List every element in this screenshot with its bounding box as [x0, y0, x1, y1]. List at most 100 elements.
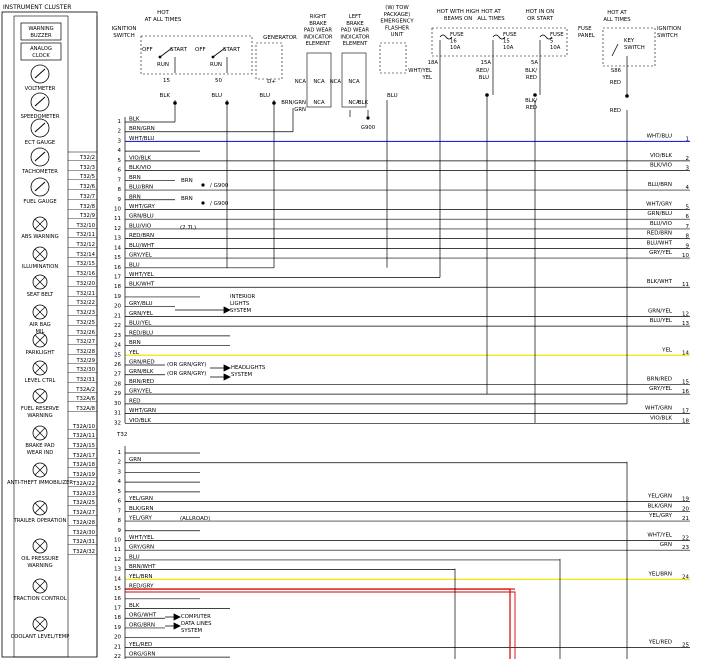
right-wire-number: 23	[682, 545, 689, 551]
connector-pin-label: T32/21	[75, 291, 95, 297]
right-wire-number: 2	[686, 156, 690, 162]
fuse-terminal: 5A	[531, 60, 538, 66]
lamp-cross	[34, 334, 46, 346]
pin-wire-label: BRN/GRN	[129, 126, 155, 132]
pin-wire-label: BLK	[129, 117, 140, 123]
lamp-icon	[32, 216, 48, 232]
pin-number: 20	[114, 635, 121, 641]
wire-label: BLU	[211, 93, 222, 99]
annotation: (OR GRN/GRY)	[167, 362, 206, 368]
hot-at-all-times-3-label: HOT AT	[607, 10, 627, 16]
connector-pin-label: T32/20	[75, 281, 95, 287]
switch-arm	[611, 43, 619, 57]
cluster-item-abs-warning: ABS WARNING	[21, 216, 59, 240]
gauge-label: TACHOMETER	[21, 169, 58, 175]
right-wire-number: 20	[682, 506, 689, 512]
wire-label: YEL	[421, 75, 432, 81]
connector-pin-label: T32A/17	[72, 453, 95, 459]
left-brake-pad-label: BRAKE	[346, 21, 364, 27]
lamp-icon	[32, 360, 48, 376]
pin-number: 2	[118, 129, 122, 135]
connector-pin-label: T32/2	[79, 155, 95, 161]
connector-pin-label: T32/8	[79, 204, 96, 210]
pin-number: 24	[114, 343, 121, 349]
pin-wire-label: BLK	[129, 603, 140, 609]
headlights-label: SYSTEM	[231, 372, 253, 378]
lamp-icon	[32, 462, 48, 478]
lamp-cross	[34, 248, 46, 260]
cluster-item-parklight: PARKLIGHT	[26, 332, 55, 356]
wire-label: RED/	[476, 68, 489, 74]
pin-wire-label: WHT/YEL	[129, 535, 155, 541]
fuse-label: 10A	[450, 45, 461, 51]
fuse-label: FUSE	[550, 32, 564, 38]
right-wire-label: BLU/BRN	[648, 182, 672, 188]
right-wire-label: WHT/YEL	[647, 532, 673, 538]
connector-pin-label: T32/6	[79, 184, 96, 190]
right-wire-number: 10	[682, 253, 689, 259]
connector-pin-label: T32/7	[79, 194, 95, 200]
computer-data-lines-label: DATA LINES	[181, 621, 212, 627]
splice-dot	[485, 93, 489, 97]
right-wire-label: YEL/GRY	[648, 513, 672, 519]
switch-run-label: RUN	[157, 62, 169, 68]
tow-package-label: EMERGENCY	[380, 19, 414, 25]
pin-number: 18	[114, 615, 121, 621]
tow-package-label: PACKAGE)	[384, 12, 411, 18]
fuse-terminal: 18A	[428, 60, 439, 66]
pin-number: 22	[114, 654, 121, 659]
splice-dot	[272, 101, 276, 105]
pin-number: 21	[114, 644, 121, 650]
generator-label: GENERATOR	[263, 35, 297, 41]
right-wire-label: BLU/WHT	[647, 240, 673, 246]
fuse-terminal: 15A	[481, 60, 492, 66]
pin-number: 6	[118, 499, 122, 505]
right-wire-label: GRY/YEL	[649, 386, 673, 392]
pin-wire-label: BLK/GRN	[129, 506, 154, 512]
lamp-icon	[32, 500, 48, 516]
terminal-label: 50	[215, 78, 222, 84]
switch-arm	[212, 47, 226, 58]
connector-pin-label: T32/30	[75, 367, 95, 373]
indicator-label: BUZZER	[30, 33, 52, 39]
pin-number: 32	[114, 420, 121, 426]
connector-pin-label: T32/11	[75, 232, 95, 238]
annotation: (OR GRN/GRY)	[167, 371, 206, 377]
pin-wire-label: ORG/WHT	[129, 613, 157, 619]
arrow-computer	[165, 613, 181, 621]
pin-wire-label: YEL/GRY	[128, 516, 152, 522]
pin-number: 25	[114, 352, 121, 358]
lamp-label: BRAKE PAD	[25, 443, 54, 449]
hot-at-all-times-label: HOT	[157, 10, 169, 16]
indicator-label: WARNING	[28, 26, 53, 32]
connector-pin-label: T32/3	[79, 165, 95, 171]
right-wire-number: 16	[682, 389, 689, 395]
switch-off-label: OFF	[195, 47, 206, 53]
lamp-label: TRACTION CONTROL	[12, 596, 66, 602]
wire-label: BLK/	[525, 98, 537, 104]
pin-wire-label: BRN	[129, 340, 141, 346]
connector-pin-label: T32A/28	[72, 520, 96, 526]
terminal-label: D+	[267, 79, 276, 85]
pin-wire-label: BRN/WHT	[129, 564, 156, 570]
pin-wire-label: BLU/WHT	[129, 243, 155, 249]
right-wire-number: 22	[682, 535, 689, 541]
connector-pin-label: T32A/25	[72, 500, 95, 506]
page-title: INSTRUMENT CLUSTER	[3, 4, 71, 11]
right-wire-number: 11	[682, 282, 689, 288]
connector-pin-label: T32/5	[79, 174, 95, 180]
pin-number: 15	[114, 255, 121, 261]
connector-pin-label: T32/25	[75, 320, 95, 326]
pin-wire-label: GRY/YEL	[129, 253, 153, 259]
right-wire-number: 13	[682, 321, 689, 327]
hot-at-all-times-3-label: ALL TIMES	[603, 17, 631, 23]
ignition-switch-label: SWITCH	[113, 33, 135, 39]
connector-pin-label: T32A/8	[75, 406, 95, 412]
switch-pivot	[211, 55, 215, 59]
fuse-label: 16	[450, 39, 457, 45]
connector-pin-label: T32/16	[75, 271, 95, 277]
